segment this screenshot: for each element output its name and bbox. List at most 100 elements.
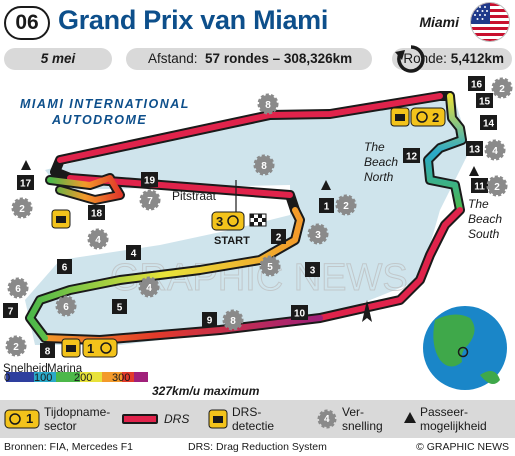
svg-text:16: 16 xyxy=(471,80,483,91)
gear-legend-label-2: snelling xyxy=(342,419,383,433)
speed-tick-200: 200 xyxy=(74,372,93,384)
pitstraat-label: Pitstraat xyxy=(172,189,217,203)
overtake-legend-label-2: mogelijkheid xyxy=(420,419,487,433)
speed-tick-300: 300 xyxy=(112,372,131,384)
drs-detect-label-1: DRS- xyxy=(232,405,262,419)
svg-text:2: 2 xyxy=(343,201,349,212)
overtake-icon xyxy=(321,180,331,190)
svg-text:5: 5 xyxy=(117,303,123,314)
speed-scale xyxy=(6,372,148,382)
drs-detect-legend-icon xyxy=(208,409,228,429)
gear-icon: 4 xyxy=(87,228,109,250)
gear-icon: 8 xyxy=(253,154,275,176)
svg-text:14: 14 xyxy=(483,119,495,130)
overtake-legend-label-1: Passeer- xyxy=(420,405,469,419)
svg-text:6: 6 xyxy=(15,284,21,295)
speed-tick-0: 0 xyxy=(4,372,11,384)
distance-label: Afstand: xyxy=(148,51,198,66)
svg-text:4: 4 xyxy=(492,146,498,157)
gear-markers: 8 8 7 2 3 5 4 4 6 6 2 8 2 4 2 2 xyxy=(5,77,513,357)
turn-marker: 19 xyxy=(141,172,158,187)
gear-icon: 6 xyxy=(7,277,29,299)
turn-marker: 16 xyxy=(468,76,485,91)
turn-markers: 1 2 3 4 5 6 7 8 9 10 11 12 13 14 15 16 1… xyxy=(3,76,497,358)
gear-icon: 3 xyxy=(307,223,329,245)
round-badge: 06 xyxy=(4,6,50,40)
drs-note-text: DRS: Drag Reduction System xyxy=(188,441,327,453)
gear-legend-num: 4 xyxy=(324,414,330,425)
track-back-straight xyxy=(57,93,443,163)
svg-text:18: 18 xyxy=(91,209,103,220)
timing-sector-icon: 2 xyxy=(410,107,446,127)
svg-text:8: 8 xyxy=(265,100,271,111)
overtake-icon xyxy=(21,160,31,170)
svg-text:4: 4 xyxy=(95,235,101,246)
svg-text:19: 19 xyxy=(144,176,156,187)
lap-arrow-icon xyxy=(393,41,429,77)
gear-icon: 4 xyxy=(484,139,506,161)
drs-detect-label-2: detectie xyxy=(232,419,275,433)
gear-icon: 6 xyxy=(55,295,77,317)
legend: 1 Tijdopname- sector DRS DRS- detectie 4… xyxy=(0,400,515,438)
turn-marker: 7 xyxy=(3,303,18,318)
gear-icon: 2 xyxy=(491,77,513,99)
gear-icon: 2 xyxy=(335,194,357,216)
globe-icon xyxy=(423,306,507,390)
overtake-icon xyxy=(469,166,479,176)
svg-text:3: 3 xyxy=(216,214,223,229)
turn-marker: 12 xyxy=(403,148,420,163)
circuit-name-line1: MIAMI INTERNATIONAL xyxy=(20,97,190,111)
track-east-straight xyxy=(317,207,463,321)
svg-text:9: 9 xyxy=(207,316,213,327)
turn-marker: 13 xyxy=(466,141,483,156)
city-label: Miami xyxy=(419,14,459,30)
svg-text:4: 4 xyxy=(131,249,137,260)
circuit-name-line2: AUTODROME xyxy=(51,113,147,127)
sources-text: Bronnen: FIA, Mercedes F1 xyxy=(4,441,133,453)
svg-text:17: 17 xyxy=(20,179,32,190)
svg-text:10: 10 xyxy=(294,309,306,320)
header: 06 Grand Prix van Miami Miami xyxy=(0,0,515,44)
turn-marker: 11 xyxy=(471,178,488,193)
date-pill: 5 mei xyxy=(4,48,112,70)
svg-text:12: 12 xyxy=(406,152,418,163)
timing-sector-icon: 1 xyxy=(82,338,118,358)
timing-markers: 1 2 3 xyxy=(82,107,446,358)
drs-detect-markers xyxy=(51,107,410,358)
svg-text:2: 2 xyxy=(276,233,282,244)
svg-text:2: 2 xyxy=(432,110,439,125)
svg-text:1: 1 xyxy=(324,202,330,213)
circuit-area xyxy=(25,100,470,345)
drs-detect-icon xyxy=(61,338,81,358)
svg-text:6: 6 xyxy=(63,302,69,313)
gear-legend-label-1: Ver- xyxy=(342,405,365,419)
gear-icon: 8 xyxy=(222,309,244,331)
beach-north-1: The xyxy=(364,140,385,154)
track-marina-loop xyxy=(27,207,303,341)
svg-text:4: 4 xyxy=(146,283,152,294)
usa-flag-icon xyxy=(470,2,510,42)
gear-legend-icon xyxy=(317,409,337,429)
turn-marker: 5 xyxy=(112,299,127,314)
svg-text:2: 2 xyxy=(19,204,25,215)
speed-max-label: 327km/u maximum xyxy=(152,384,260,398)
svg-text:8: 8 xyxy=(230,316,236,327)
gear-icon: 8 xyxy=(257,93,279,115)
footer: Bronnen: FIA, Mercedes F1 DRS: Drag Redu… xyxy=(0,439,515,456)
timing-legend-label-2: sector xyxy=(44,419,77,433)
turn-marker: 14 xyxy=(480,115,497,130)
beach-north-3: North xyxy=(364,170,394,184)
turn-marker: 9 xyxy=(202,312,217,327)
svg-text:1: 1 xyxy=(87,341,94,356)
gear-icon: 4 xyxy=(138,276,160,298)
svg-text:8: 8 xyxy=(45,347,51,358)
start-label: START xyxy=(214,235,250,247)
turn-marker: 1 xyxy=(319,198,334,213)
svg-text:11: 11 xyxy=(474,182,485,193)
lap-value: 5,412km xyxy=(450,51,504,66)
beach-south-3: South xyxy=(468,227,500,241)
turn-marker: 6 xyxy=(57,259,72,274)
chequered-flag-icon xyxy=(235,180,267,227)
drs-legend-label: DRS xyxy=(164,412,190,426)
page-title: Grand Prix van Miami xyxy=(58,5,329,35)
